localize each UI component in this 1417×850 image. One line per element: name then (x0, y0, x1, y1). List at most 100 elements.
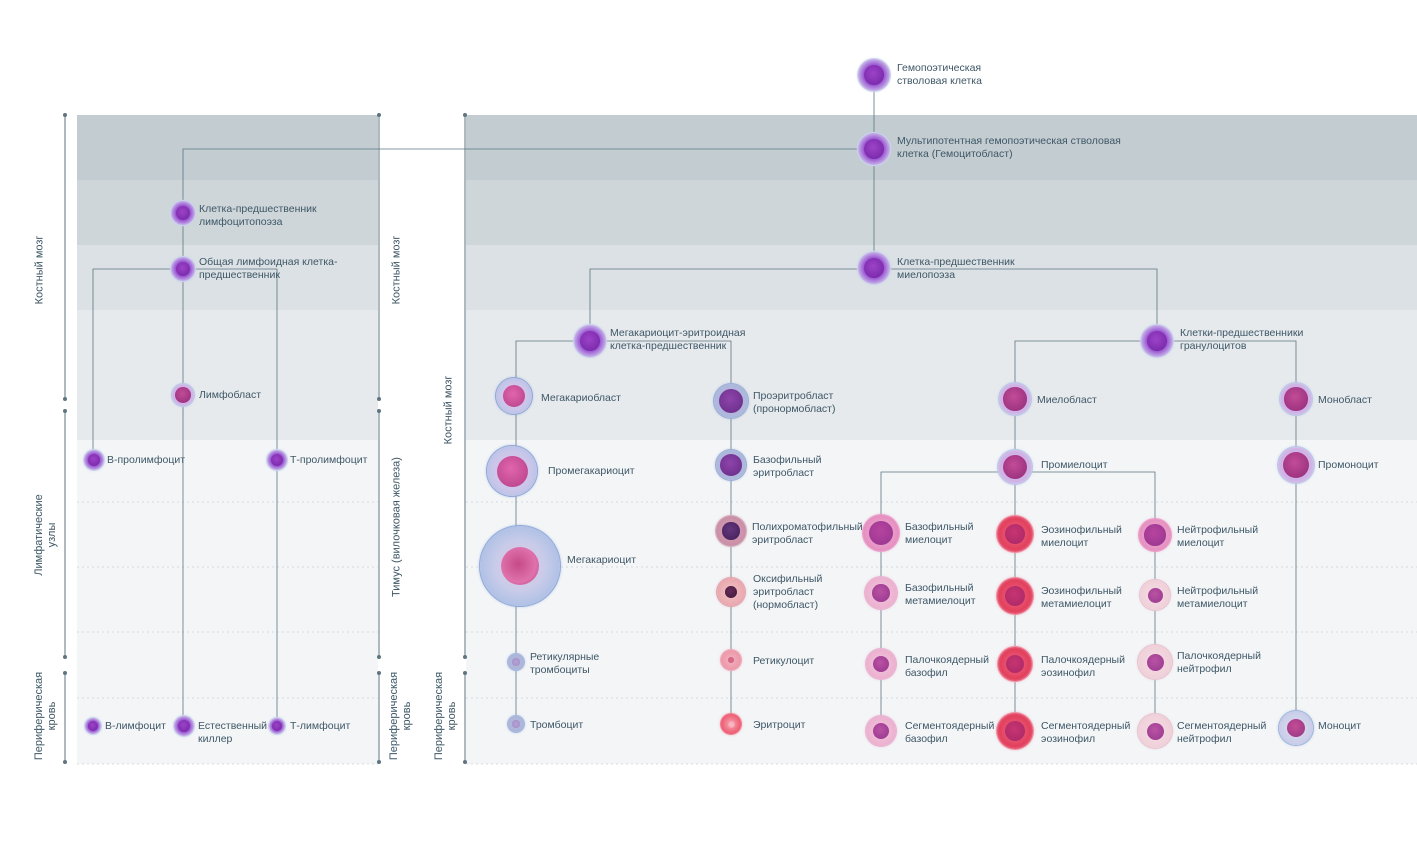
zone-label-lymph-nodes: Лимфатические узлы (33, 494, 58, 576)
zone-label-peripheral-blood-mid: Периферическая кровь (388, 671, 413, 761)
cell-megakaryocyte (480, 526, 560, 606)
cell-monoblast (1280, 383, 1312, 415)
label-band-neut: Палочкоядерный нейтрофил (1177, 650, 1261, 675)
label-lymphoblast: Лимфобласт (199, 389, 262, 401)
axis-dots (63, 113, 467, 764)
label-megakaryoblast: Мегакариобласт (541, 392, 621, 404)
cell-t-prolymph (267, 450, 287, 470)
cell-nucleus (725, 586, 737, 598)
label-baso-meta: Базофильный метамиелоцит (905, 582, 976, 607)
cell-nucleus (272, 721, 282, 731)
band-left-3 (77, 245, 378, 310)
cell-nucleus (500, 546, 540, 586)
cell-baso-meta (865, 577, 897, 609)
label-myelo-prog: Клетка-предшественник миелопоэза (897, 256, 1015, 281)
cell-hsc (858, 59, 890, 91)
cell-nucleus (512, 658, 520, 666)
cell-neut-meta (1140, 580, 1170, 610)
band-left-4 (77, 310, 378, 374)
cell-seg-baso (866, 716, 896, 746)
cell-gran-prog (1141, 325, 1173, 357)
zone-label-peripheral-blood-right: Периферическая кровь (433, 671, 458, 761)
cell-clp (171, 257, 195, 281)
cell-nk (174, 716, 194, 736)
cell-nucleus (872, 655, 890, 673)
cell-nucleus (722, 522, 740, 540)
cell-poly-erythroblast (716, 516, 746, 546)
label-promyelocyte: Промиелоцит (1041, 459, 1108, 471)
label-mep: Мегакариоцит-эритроидная клетка-предшест… (610, 327, 746, 352)
cell-nucleus (1286, 718, 1306, 738)
cell-nucleus (87, 453, 101, 467)
label-neut-meta: Нейтрофильный метамиелоцит (1177, 585, 1259, 610)
zone-label-thymus: Тимус (вилочковая железа) (390, 457, 403, 597)
cell-seg-neut (1138, 714, 1172, 748)
cell-promonocyte (1278, 447, 1314, 483)
cell-nucleus (1005, 586, 1025, 606)
zone-label-bone-marrow-mid: Костный мозг (390, 235, 403, 305)
cell-band-neut (1138, 645, 1172, 679)
label-baso-erythroblast: Базофильный эритробласт (753, 454, 822, 479)
cell-platelet (508, 716, 524, 732)
cell-nucleus (1283, 452, 1309, 478)
label-proerythroblast: Проэритробласт (пронормобласт) (753, 390, 836, 415)
cell-lymphoblast (172, 384, 194, 406)
cell-mep (574, 325, 606, 357)
label-seg-eos: Сегментоядерный эозинофил (1041, 720, 1131, 745)
cell-neut-myelocyte (1139, 519, 1171, 551)
zone-label-bone-marrow-left: Костный мозг (33, 235, 46, 305)
cell-nucleus (1003, 387, 1027, 411)
band-right-4 (466, 310, 1417, 374)
cell-nucleus (728, 657, 734, 663)
label-nk: Естественный киллер (198, 720, 268, 745)
label-promegakaryocyte: Промегакариоцит (548, 465, 635, 477)
cell-eos-meta (997, 578, 1033, 614)
band-right-2 (466, 180, 1417, 245)
cell-monocyte (1279, 711, 1313, 745)
band-right-5 (466, 374, 1417, 440)
label-myeloblast: Миелобласт (1037, 394, 1097, 406)
cell-proerythroblast (714, 384, 748, 418)
cell-myelo-prog (858, 252, 890, 284)
band-left-2 (77, 180, 378, 245)
label-seg-neut: Сегментоядерный нейтрофил (1177, 720, 1267, 745)
label-eos-meta: Эозинофильный метамиелоцит (1041, 585, 1122, 610)
cell-nucleus (502, 384, 526, 408)
cell-nucleus (869, 521, 893, 545)
cell-mpp (858, 133, 890, 165)
cell-nucleus (270, 453, 284, 467)
label-lymph-prog: Клетка-предшественник лимфоцитопоэза (199, 203, 317, 228)
cell-lymph-prog (171, 201, 195, 225)
cell-band-baso (866, 649, 896, 679)
cell-nucleus (496, 455, 528, 487)
cell-nucleus (1147, 587, 1163, 603)
label-promonocyte: Промоноцит (1318, 459, 1379, 471)
label-platelet: Тромбоцит (530, 719, 584, 731)
cell-nucleus (872, 722, 890, 740)
label-oxy-erythroblast: Оксифильный эритробласт (нормобласт) (753, 573, 823, 611)
label-seg-baso: Сегментоядерный базофил (905, 720, 995, 745)
label-baso-myelocyte: Базофильный миелоцит (905, 521, 974, 546)
cell-nucleus (1144, 524, 1166, 546)
label-monocyte: Моноцит (1318, 720, 1362, 732)
band-left-6 (77, 440, 378, 764)
cell-eos-myelocyte (997, 516, 1033, 552)
label-b-lymph: B-лимфоцит (105, 720, 166, 732)
cell-nucleus (175, 387, 191, 403)
cell-nucleus (1146, 722, 1164, 740)
label-poly-erythroblast: Полихроматофильный эритробласт (752, 521, 863, 546)
label-neut-myelocyte: Нейтрофильный миелоцит (1177, 524, 1259, 549)
cell-baso-erythroblast (716, 450, 746, 480)
cell-nucleus (1284, 387, 1308, 411)
cell-nucleus (1005, 524, 1025, 544)
cell-b-lymph (85, 718, 101, 734)
label-band-baso: Палочкоядерный базофил (905, 654, 989, 679)
cell-nucleus (720, 454, 742, 476)
label-erythrocyte: Эритроцит (753, 719, 806, 731)
label-mpp: Мультипотентная гемопоэтическая стволова… (897, 135, 1121, 160)
cell-erythrocyte (721, 714, 741, 734)
label-monoblast: Монобласт (1318, 394, 1372, 406)
zone-label-peripheral-blood-left: Периферическая кровь (33, 671, 58, 761)
